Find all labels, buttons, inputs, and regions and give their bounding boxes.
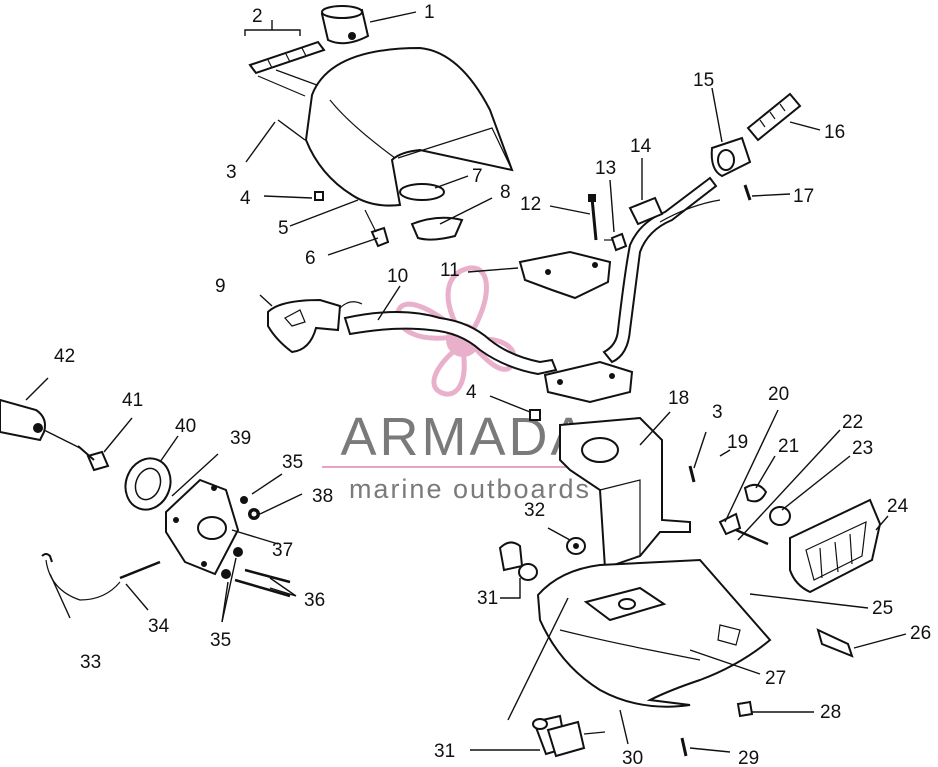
callout-12: 12 [520,194,541,215]
part-cable-33 [41,553,121,601]
part-nut-41 [77,445,110,472]
part-knob-42 [0,398,46,442]
part-switch-31b [532,714,606,758]
callout-5: 5 [278,218,289,239]
callout-29: 29 [738,748,759,767]
callout-40: 40 [175,416,196,437]
callout-32: 32 [524,500,545,521]
callout-25: 25 [872,598,893,619]
callout-9: 9 [215,276,226,297]
callout-15: 15 [693,70,714,91]
part-clamp-lower [543,360,634,404]
callout-3: 3 [226,162,237,183]
part-screw-17 [743,184,752,201]
part-clips [248,40,326,97]
callout-19: 19 [727,432,748,453]
callout-35b: 35 [210,630,231,651]
part-bracket-small [364,209,390,248]
part-rings [399,183,464,241]
part-connector-26 [816,628,854,658]
callout-labels: 1 2 3 4 5 6 7 8 9 10 11 12 13 14 15 16 1… [54,2,931,767]
callout-39: 39 [230,428,251,449]
callout-10: 10 [387,266,408,287]
callout-16: 16 [824,122,845,143]
part-grip [746,92,802,142]
part-indicators [718,483,791,546]
callout-27: 27 [765,668,786,689]
callout-8: 8 [500,182,511,203]
part-cap [320,5,370,45]
part-clamp-upper [518,250,612,300]
part-bolt-12 [588,194,598,241]
part-mount-bracket [559,416,691,570]
part-throttle [267,298,558,376]
part-switch-31a [498,541,538,581]
part-fasteners [221,496,291,598]
callout-4: 4 [240,188,251,209]
callout-30: 30 [622,748,643,767]
leader-lines [25,11,907,753]
callout-21: 21 [778,436,799,457]
callout-31a: 31 [477,588,498,609]
callout-20: 20 [768,384,789,405]
part-headlight [789,498,882,594]
watermark-brand: ARMADA [340,407,589,467]
callout-36: 36 [304,590,325,611]
callout-34: 34 [148,616,170,637]
callout-33: 33 [80,652,101,673]
part-switch-housing [659,136,752,223]
part-washer-4b [529,409,541,421]
part-handlebar [602,176,718,364]
callout-23: 23 [852,438,873,459]
part-plate-37 [165,478,240,576]
callout-37: 37 [272,540,293,561]
callout-35a: 35 [282,452,303,473]
callout-24: 24 [887,496,909,517]
callout-31b: 31 [434,741,455,762]
callout-13: 13 [595,158,616,179]
callout-28: 28 [820,702,841,723]
callout-41: 41 [122,390,143,411]
watermark: ARMADA marine outboards [322,265,610,504]
part-hood [304,46,514,207]
callout-6: 6 [305,248,316,269]
part-grommet-32 [566,537,586,555]
callout-14: 14 [630,136,652,157]
callout-2: 2 [252,6,263,27]
callout-18: 18 [668,388,689,409]
callout-22: 22 [842,412,863,433]
watermark-tagline: marine outboards [349,474,591,504]
callout-38: 38 [312,486,333,507]
callout-1: 1 [424,2,435,23]
part-screw-19 [688,465,696,483]
callout-7: 7 [472,166,483,187]
part-clamp-14 [628,196,664,226]
callout-11: 11 [440,260,460,281]
callout-17: 17 [793,186,814,207]
part-clip-28 [736,700,754,718]
callout-4b: 4 [466,382,477,403]
part-lower-cowl [536,558,772,708]
callout-3b: 3 [712,402,723,423]
part-screw-29 [680,737,688,757]
callout-26: 26 [910,623,931,644]
part-ring-40 [124,457,172,511]
part-screw-34 [119,560,161,580]
callout-42: 42 [54,346,75,367]
watermark-rule [322,466,610,468]
